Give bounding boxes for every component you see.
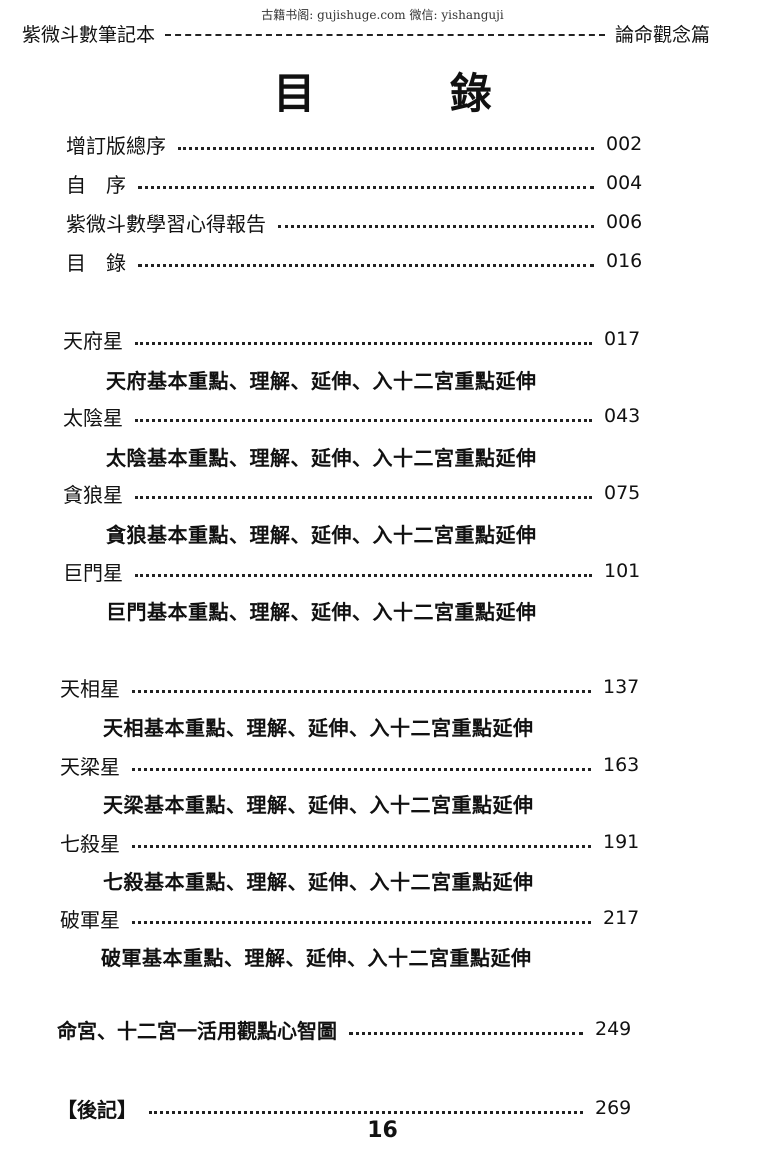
toc-entry-label: 太陰星 <box>63 405 123 430</box>
toc-entry[interactable]: 【後記】 269 <box>57 1092 637 1124</box>
toc-entry[interactable]: 天相星 137 <box>60 671 645 703</box>
dot-leader <box>278 224 594 228</box>
toc-entry-label: 紫微斗數學習心得報告 <box>66 211 266 236</box>
toc-entry[interactable]: 巨門星 101 <box>63 555 646 587</box>
toc-entry-label: 命宮、十二宮一活用觀點心智圖 <box>57 1018 337 1043</box>
toc-entry-label: 增訂版總序 <box>66 133 166 158</box>
toc-entry[interactable]: 目 錄 016 <box>66 245 648 277</box>
toc-entry-label: 天相星 <box>60 676 120 701</box>
header-dash-leader <box>165 34 605 36</box>
book-title: 紫微斗數筆記本 <box>22 23 156 46</box>
dot-leader <box>135 573 592 577</box>
toc-entry-page: 217 <box>603 907 640 929</box>
toc-entry-page: 002 <box>606 133 643 155</box>
toc-entry-page: 137 <box>603 676 640 698</box>
toc-entry-page: 075 <box>604 482 641 504</box>
toc-subentry: 貪狼基本重點、理解、延伸、入十二宮重點延伸 <box>106 523 537 547</box>
toc-subentry: 天府基本重點、理解、延伸、入十二宮重點延伸 <box>106 369 537 393</box>
toc-subentry: 太陰基本重點、理解、延伸、入十二宮重點延伸 <box>106 446 537 470</box>
toc-entry[interactable]: 貪狼星 075 <box>63 477 646 509</box>
toc-entry-page: 043 <box>604 405 641 427</box>
toc-entry[interactable]: 自 序 004 <box>66 167 648 199</box>
dot-leader <box>349 1031 583 1035</box>
dot-leader <box>135 495 592 499</box>
toc-subentry: 破軍基本重點、理解、延伸、入十二宮重點延伸 <box>101 946 532 970</box>
watermark-text: 古籍书阁: gujishuge.com 微信: yishanguji <box>261 8 504 22</box>
dot-leader <box>135 418 592 422</box>
dot-leader <box>132 767 591 771</box>
page-number: 16 <box>367 1118 398 1143</box>
dot-leader <box>132 844 591 848</box>
section-title: 論命觀念篇 <box>614 23 710 46</box>
dot-leader <box>138 185 594 189</box>
toc-entry-page: 269 <box>595 1097 632 1119</box>
toc-entry[interactable]: 七殺星 191 <box>60 826 645 858</box>
toc-subentry: 巨門基本重點、理解、延伸、入十二宮重點延伸 <box>106 600 537 624</box>
toc-entry[interactable]: 天府星 017 <box>63 323 646 355</box>
toc-entry-label: 七殺星 <box>60 831 120 856</box>
toc-entry-page: 017 <box>604 328 641 350</box>
toc-entry-label: 破軍星 <box>60 907 120 932</box>
toc-entry-label: 目 錄 <box>66 250 126 275</box>
toc-entry[interactable]: 破軍星 217 <box>60 902 645 934</box>
toc-entry-label: 貪狼星 <box>63 482 123 507</box>
dot-leader <box>135 341 592 345</box>
dot-leader <box>132 689 591 693</box>
toc-entry-label: 自 序 <box>66 172 126 197</box>
toc-entry-page: 004 <box>606 172 643 194</box>
toc-entry-label: 巨門星 <box>63 560 123 585</box>
toc-subentry: 天梁基本重點、理解、延伸、入十二宮重點延伸 <box>103 793 534 817</box>
toc-entry-page: 101 <box>604 560 641 582</box>
toc-entry-label: 天府星 <box>63 328 123 353</box>
dot-leader <box>138 263 594 267</box>
dot-leader <box>132 920 591 924</box>
toc-entry-page: 191 <box>603 831 640 853</box>
toc-entry-page: 006 <box>606 211 643 233</box>
dot-leader <box>178 146 594 150</box>
toc-entry-label: 天梁星 <box>60 754 120 779</box>
toc-entry[interactable]: 太陰星 043 <box>63 400 646 432</box>
toc-subentry: 天相基本重點、理解、延伸、入十二宮重點延伸 <box>103 716 534 740</box>
toc-entry-label: 【後記】 <box>57 1097 137 1122</box>
running-header: 紫微斗數筆記本 論命觀念篇 <box>22 18 710 48</box>
toc-entry[interactable]: 天梁星 163 <box>60 749 645 781</box>
toc-entry-page: 249 <box>595 1018 632 1040</box>
dot-leader <box>149 1110 583 1114</box>
toc-entry-page: 163 <box>603 754 640 776</box>
toc-entry-page: 016 <box>606 250 643 272</box>
toc-entry[interactable]: 增訂版總序 002 <box>66 128 648 160</box>
toc-entry[interactable]: 命宮、十二宮一活用觀點心智圖 249 <box>57 1013 637 1045</box>
toc-subentry: 七殺基本重點、理解、延伸、入十二宮重點延伸 <box>103 870 534 894</box>
toc-entry[interactable]: 紫微斗數學習心得報告 006 <box>66 206 648 238</box>
page-title: 目 錄 <box>273 69 552 118</box>
